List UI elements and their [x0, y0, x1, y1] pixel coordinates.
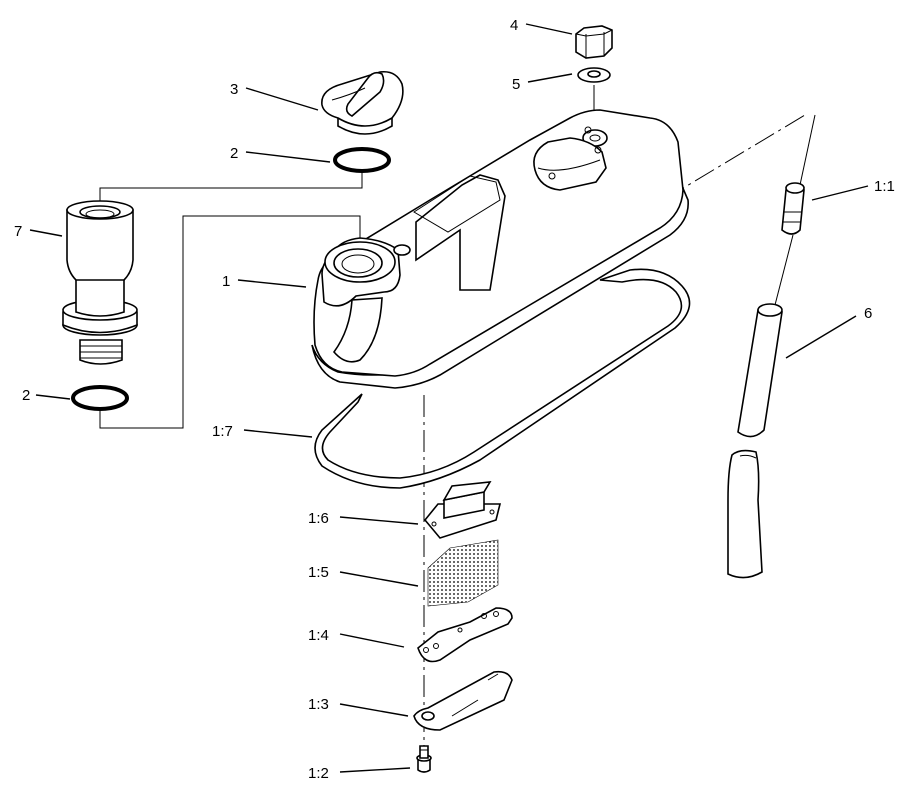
- label-item-1-5: 1:5: [308, 564, 329, 581]
- label-item-7: 7: [14, 223, 22, 240]
- o-ring-lower: [71, 385, 129, 411]
- leader-1-4: [339, 633, 405, 648]
- leader-5: [527, 73, 573, 83]
- leader-2-lower: [35, 394, 71, 400]
- leader-3: [245, 87, 319, 111]
- leader-1-2: [339, 767, 411, 773]
- label-item-2-upper: 2: [230, 145, 238, 162]
- hose-fitting: [781, 182, 805, 235]
- retainer-plate: [413, 670, 513, 731]
- label-item-1-3: 1:3: [308, 696, 329, 713]
- leader-1-1: [811, 185, 869, 201]
- label-item-6: 6: [864, 305, 872, 322]
- breather-hose: [727, 303, 783, 579]
- label-item-5: 5: [512, 76, 520, 93]
- plug: [575, 25, 613, 59]
- breather-bracket: [423, 481, 502, 539]
- label-item-4: 4: [510, 17, 518, 34]
- label-item-1-2: 1:2: [308, 765, 329, 782]
- washer: [577, 67, 611, 83]
- label-item-3: 3: [230, 81, 238, 98]
- label-item-2-lower: 2: [22, 387, 30, 404]
- label-item-1: 1: [222, 273, 230, 290]
- leader-1-5: [339, 571, 419, 587]
- oil-filler-cap: [321, 70, 404, 135]
- leader-7: [29, 229, 63, 237]
- reed-plate: [417, 607, 513, 663]
- callout-labels: 4 5 3 2 7 1 2 1:7 1:1 6 1:6 1:5 1:4 1:3 …: [14, 17, 895, 782]
- upper-oring-route-line: [99, 172, 363, 210]
- gasket: [314, 268, 691, 489]
- leader-2-upper: [245, 151, 331, 163]
- valve-cover: [311, 109, 689, 389]
- label-item-1-6: 1:6: [308, 510, 329, 527]
- label-item-1-1: 1:1: [874, 178, 895, 195]
- leader-1: [237, 279, 307, 288]
- o-ring-upper: [333, 147, 391, 173]
- leader-6: [785, 315, 857, 359]
- centerline-hose-lower: [774, 234, 794, 306]
- label-item-1-4: 1:4: [308, 627, 329, 644]
- filter-element: [427, 539, 499, 607]
- screw: [416, 745, 432, 773]
- leader-1-7: [243, 429, 313, 438]
- leader-4: [525, 23, 573, 35]
- filler-neck: [62, 200, 138, 365]
- leader-1-3: [339, 703, 409, 717]
- label-item-1-7: 1:7: [212, 423, 233, 440]
- leader-1-6: [339, 516, 419, 525]
- centerline-hose-upper: [799, 114, 816, 186]
- lower-oring-route-line: [99, 215, 361, 429]
- leader-lines: [29, 23, 869, 773]
